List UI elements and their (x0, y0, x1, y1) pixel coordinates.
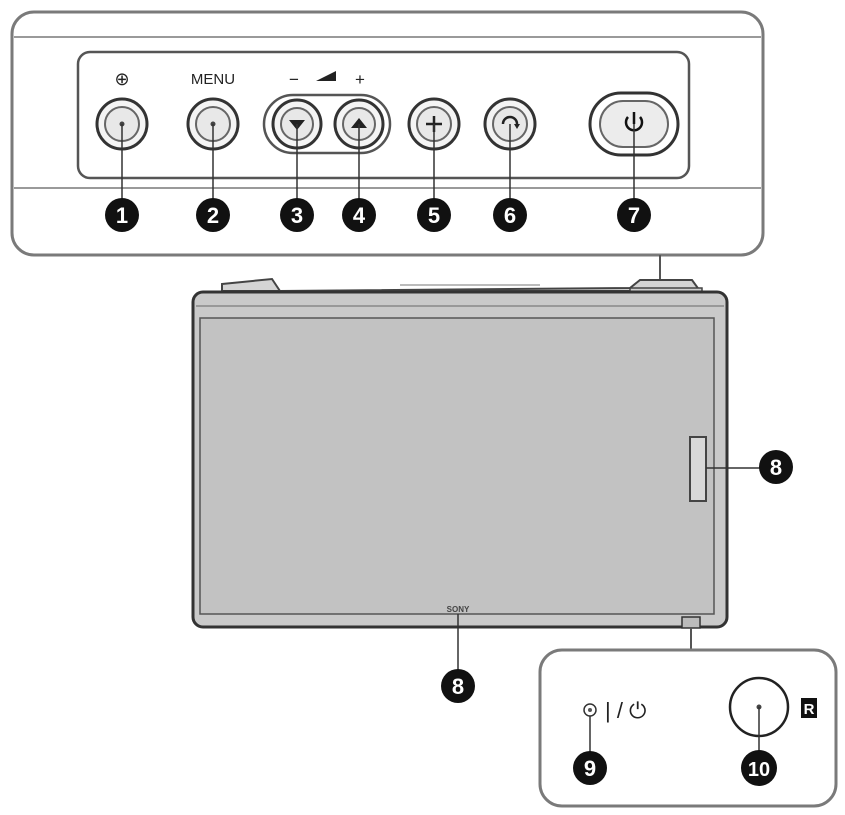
svg-text:5: 5 (428, 203, 440, 228)
svg-text:8: 8 (770, 455, 782, 480)
volume-minus-label: − (289, 70, 299, 89)
tv-body: SONY (191, 277, 729, 629)
callout-7: 7 (617, 198, 651, 232)
svg-text:10: 10 (748, 759, 770, 781)
svg-text:4: 4 (353, 203, 366, 228)
tv-screen (199, 317, 715, 615)
callout-4: 4 (342, 198, 376, 232)
callout-8-side: 8 (759, 450, 793, 484)
callout-9: 9 (573, 751, 607, 785)
volume-wedge-icon (316, 71, 336, 81)
callout-2: 2 (196, 198, 230, 232)
arrow-up-icon (351, 118, 367, 128)
callout-1: 1 (105, 198, 139, 232)
svg-text:3: 3 (291, 203, 303, 228)
svg-text:2: 2 (207, 203, 219, 228)
power-led (583, 703, 597, 717)
callout-8-bottom: 8 (441, 669, 475, 703)
side-sensor-bar (689, 436, 707, 502)
indicator-callout: | / ⏻ R 9 10 (538, 648, 838, 808)
svg-text:7: 7 (628, 203, 640, 228)
svg-text:8: 8 (452, 674, 464, 699)
volume-plus-label: + (355, 70, 365, 89)
svg-text:6: 6 (504, 203, 516, 228)
return-icon (501, 115, 519, 125)
input-symbol: ⊕ (114, 69, 129, 89)
sony-logo: SONY (447, 605, 470, 614)
callouts-top (121, 124, 635, 200)
remote-control-icon: R (801, 698, 817, 718)
control-panel-callout: ⊕ MENU − + (10, 10, 765, 257)
menu-label: MENU (191, 71, 235, 88)
indicator-window (681, 616, 701, 629)
callout-5: 5 (417, 198, 451, 232)
callout-3: 3 (280, 198, 314, 232)
power-standby-label: | / ⏻ (605, 698, 646, 723)
svg-text:9: 9 (584, 756, 596, 781)
callout-6: 6 (493, 198, 527, 232)
callout-10: 10 (741, 750, 777, 786)
svg-text:1: 1 (116, 203, 128, 228)
svg-text:R: R (804, 701, 815, 718)
